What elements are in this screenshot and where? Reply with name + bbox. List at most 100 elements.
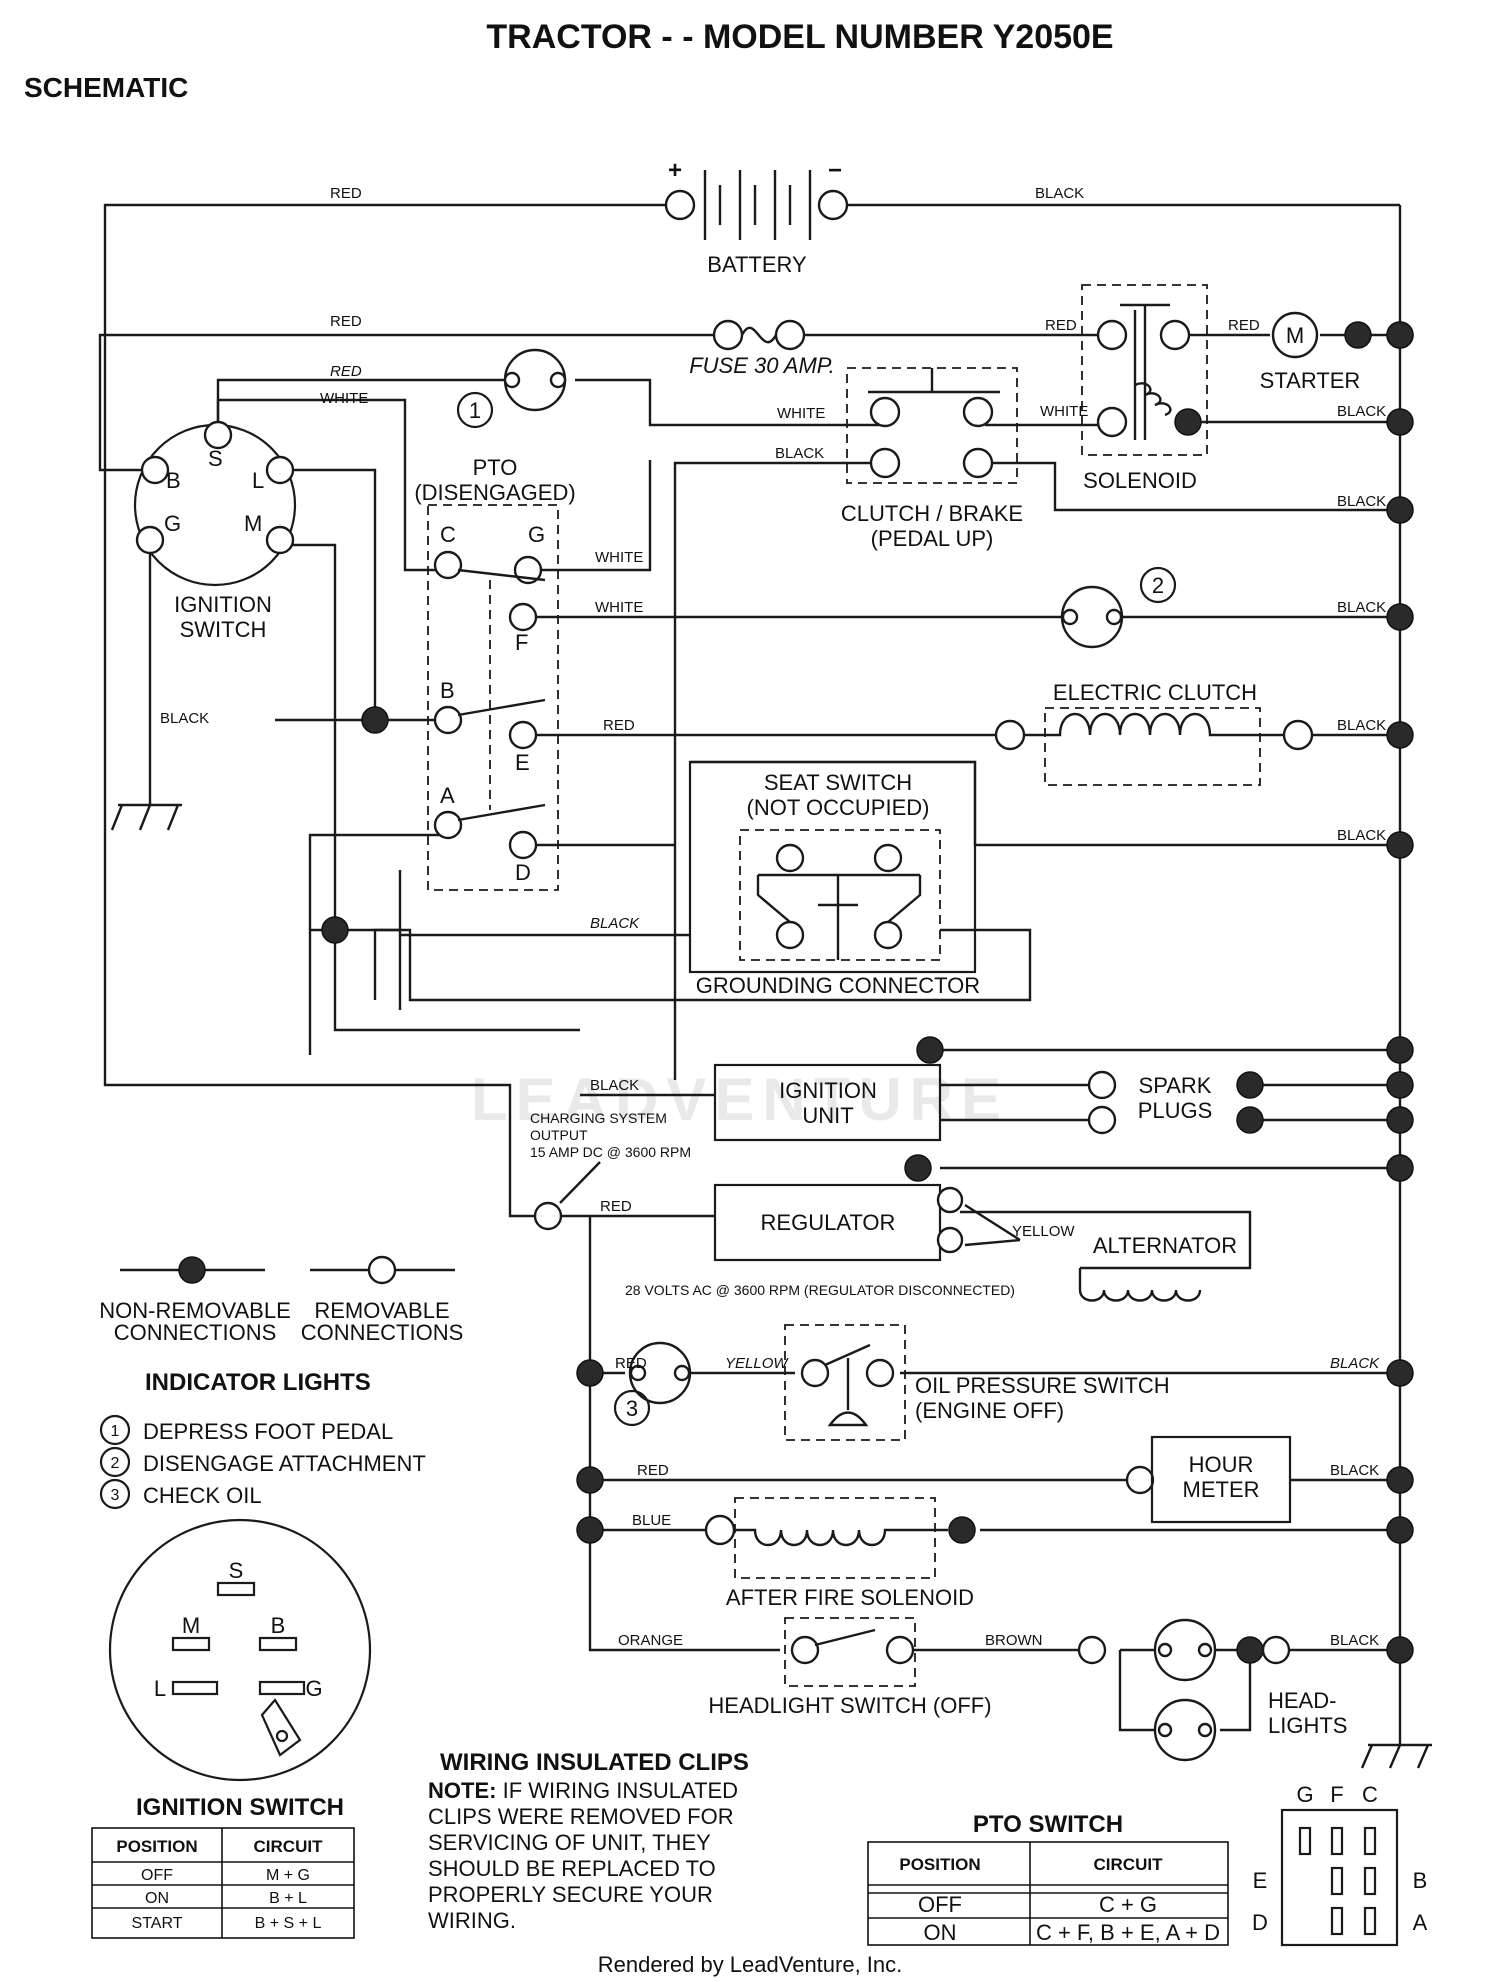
ignition-switch-label-2: SWITCH [180, 617, 267, 642]
wire-black-grounding: BLACK [590, 915, 640, 932]
regulator: REGULATOR ALTERNATOR CHARGING SYSTEM OUT… [530, 1110, 1237, 1302]
legend-removable: REMOVABLE [314, 1298, 449, 1323]
face-terminal-l: L [154, 1676, 166, 1701]
starter: M STARTER [1260, 311, 1414, 393]
wire-black-oil: BLACK [1330, 1355, 1380, 1372]
starter-label: STARTER [1260, 368, 1361, 393]
wire-red-oil: RED [615, 1355, 647, 1372]
face-terminal-m: M [182, 1613, 200, 1638]
pto-row-on: ON [924, 1920, 957, 1945]
ign-terminal-m: M [244, 511, 262, 536]
pto-row-on-circuit: C + F, B + E, A + D [1036, 1920, 1220, 1945]
oil-switch-state: (ENGINE OFF) [915, 1398, 1064, 1423]
wire-red-hour: RED [637, 1462, 669, 1479]
legend-non-removable-2: CONNECTIONS [114, 1320, 277, 1345]
clips-line-1: IF WIRING INSULATED [503, 1778, 739, 1803]
wire-black-lamp2: BLACK [1337, 599, 1386, 616]
ign-col-position: POSITION [116, 1837, 197, 1856]
headlights-label: HEAD- [1268, 1688, 1336, 1713]
clips-note-lead: NOTE: [428, 1778, 496, 1803]
face-terminal-b: B [271, 1613, 286, 1638]
grounding-connector-label: GROUNDING CONNECTOR [696, 973, 980, 998]
ign-terminal-s: S [208, 446, 223, 471]
wire-red-solenoid: RED [1045, 317, 1077, 334]
seat-switch: SEAT SWITCH (NOT OCCUPIED) GROUNDING CON… [688, 760, 980, 998]
ign-terminal-b: B [166, 468, 181, 493]
indicator-lamp-1: 1 [456, 348, 567, 429]
battery-minus-sign: − [828, 157, 842, 184]
pto-pin-c: C [1362, 1782, 1378, 1807]
indicator-lights-heading: INDICATOR LIGHTS [145, 1369, 371, 1396]
indicator-lamp-2: 2 [1060, 566, 1177, 649]
wire-red-clutch: RED [603, 717, 635, 734]
face-terminal-g: G [305, 1676, 322, 1701]
fuse: FUSE 30 AMP. [689, 319, 835, 378]
page-title: TRACTOR - - MODEL NUMBER Y2050E [486, 18, 1113, 56]
lamp-1-number: 1 [469, 398, 481, 423]
clutch-brake-switch: CLUTCH / BRAKE (PEDAL UP) [841, 367, 1023, 551]
pto-terminal-c: C [440, 522, 456, 547]
pto-pin-a: A [1413, 1910, 1428, 1935]
headlight-switch-label: HEADLIGHT SWITCH (OFF) [708, 1693, 991, 1718]
clips-line-5: PROPERLY SECURE YOUR [428, 1882, 713, 1907]
ign-row-start-circuit: B + S + L [255, 1915, 322, 1932]
wire-yellow-alternator: YELLOW [1012, 1223, 1075, 1240]
face-terminal-s: S [229, 1558, 244, 1583]
wire-orange-headlight: ORANGE [618, 1632, 683, 1649]
oil-pressure-switch: 3 OIL PRESSURE SWITCH (ENGINE OFF) [613, 1324, 1170, 1441]
hour-meter-label: HOUR [1189, 1452, 1254, 1477]
clutch-brake-label: CLUTCH / BRAKE [841, 501, 1023, 526]
charging-note-1: CHARGING SYSTEM [530, 1110, 667, 1126]
ign-row-off-circuit: M + G [266, 1867, 310, 1884]
indicator-3-text: CHECK OIL [143, 1483, 262, 1508]
after-fire-label: AFTER FIRE SOLENOID [726, 1585, 974, 1610]
ign-terminal-g: G [164, 511, 181, 536]
pto-pin-d: D [1252, 1910, 1268, 1935]
battery-plus-sign: + [668, 157, 682, 184]
pto-pin-e: E [1253, 1868, 1268, 1893]
wire-blue-afterfire: BLUE [632, 1512, 671, 1529]
wire-red-fuse: RED [330, 313, 362, 330]
ignition-switch-label: IGNITION [174, 592, 272, 617]
clips-heading: WIRING INSULATED CLIPS [440, 1749, 749, 1776]
pto-terminal-g: G [528, 522, 545, 547]
solenoid: SOLENOID [1081, 284, 1208, 493]
indicator-lights-key: INDICATOR LIGHTS 1 DEPRESS FOOT PEDAL 2 … [99, 1369, 426, 1510]
pto-label: PTO [473, 455, 518, 480]
headlight-switch: HEADLIGHT SWITCH (OFF) [708, 1617, 992, 1718]
wiring-clips-note: WIRING INSULATED CLIPS NOTE: IF WIRING I… [428, 1749, 749, 1933]
regulator-label: REGULATOR [761, 1210, 896, 1235]
wires [98, 203, 1432, 1769]
ignition-table-heading: IGNITION SWITCH [136, 1794, 344, 1821]
pto-terminal-b: B [440, 678, 455, 703]
oil-switch-label: OIL PRESSURE SWITCH [915, 1373, 1170, 1398]
watermark: LEADVENTURE [471, 1066, 1009, 1133]
wire-black-seat: BLACK [1337, 827, 1386, 844]
pto-terminal-d: D [515, 860, 531, 885]
clips-line-4: SHOULD BE REPLACED TO [428, 1856, 716, 1881]
wire-black-hour: BLACK [1330, 1462, 1379, 1479]
electric-clutch: ELECTRIC CLUTCH [994, 680, 1314, 786]
wire-white-solenoid: WHITE [1040, 403, 1088, 420]
ignition-switch-table: IGNITION SWITCH POSITION CIRCUIT OFF M +… [91, 1794, 355, 1939]
ign-row-start: START [132, 1915, 183, 1932]
pto-connector-face: G F C E D B A [1252, 1782, 1428, 1947]
connection-legend: NON-REMOVABLE CONNECTIONS REMOVABLE CONN… [99, 1255, 464, 1345]
pto-row-off-circuit: C + G [1099, 1892, 1157, 1917]
seat-switch-label: SEAT SWITCH [764, 770, 912, 795]
wire-black-ignition-unit: BLACK [590, 1077, 639, 1094]
after-fire-solenoid: AFTER FIRE SOLENOID [704, 1497, 976, 1610]
indicator-2-num: 2 [111, 1455, 120, 1472]
ignition-unit-label: IGNITION [779, 1078, 877, 1103]
pto-switch-table: PTO SWITCH POSITION CIRCUIT OFF C + G ON… [867, 1811, 1229, 1946]
wire-white-pto-f: WHITE [595, 599, 643, 616]
legend-removable-2: CONNECTIONS [301, 1320, 464, 1345]
seat-switch-state: (NOT OCCUPIED) [747, 795, 930, 820]
electric-clutch-label: ELECTRIC CLUTCH [1053, 680, 1257, 705]
pto-state: (DISENGAGED) [414, 480, 575, 505]
wire-labels: RED BLACK RED RED RED RED WHITE WHITE WH… [160, 185, 1386, 1649]
wire-white-pto-g: WHITE [595, 549, 643, 566]
pto-table-heading: PTO SWITCH [973, 1811, 1123, 1838]
ign-col-circuit: CIRCUIT [254, 1837, 324, 1856]
svg-text:NOTE: IF WIRING INSULATED: NOTE: IF WIRING INSULATED [428, 1778, 738, 1803]
